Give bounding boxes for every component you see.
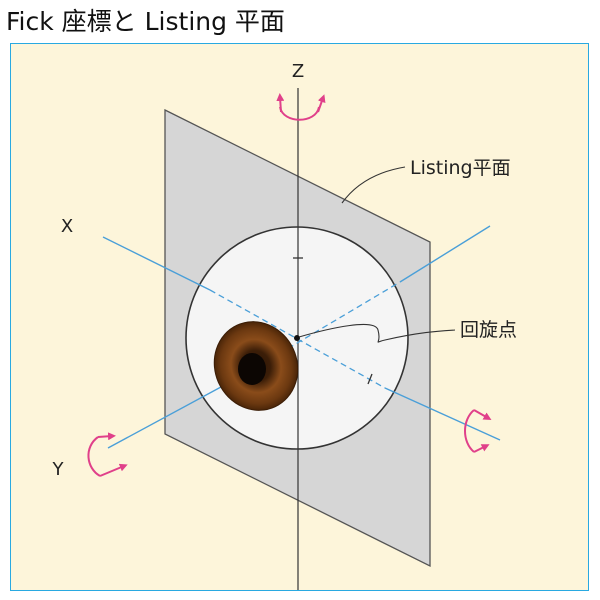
- x-axis-label: X: [61, 216, 73, 237]
- page-title: Fick 座標と Listing 平面: [6, 7, 285, 36]
- listing-plane-leader: [341, 166, 406, 204]
- x-tick: [367, 373, 373, 385]
- rotation-center-leader: [298, 323, 456, 343]
- rotation-center-point: [294, 335, 300, 341]
- rotation-arrow-icon: [87, 432, 128, 477]
- y-axis-label: Y: [52, 459, 65, 480]
- z-axis-label: Z: [292, 61, 304, 82]
- rotation-arrow-icon: [276, 93, 326, 121]
- x-axis-line-upper: [102, 236, 211, 291]
- rotation-center-label: 回旋点: [460, 319, 517, 341]
- x-axis-line-lower: [384, 387, 501, 441]
- rotation-arrow-icon: [464, 409, 492, 453]
- iris: [213, 321, 299, 411]
- listing-plane-label: Listing平面: [410, 157, 511, 179]
- y-axis-line-upper: [399, 225, 491, 283]
